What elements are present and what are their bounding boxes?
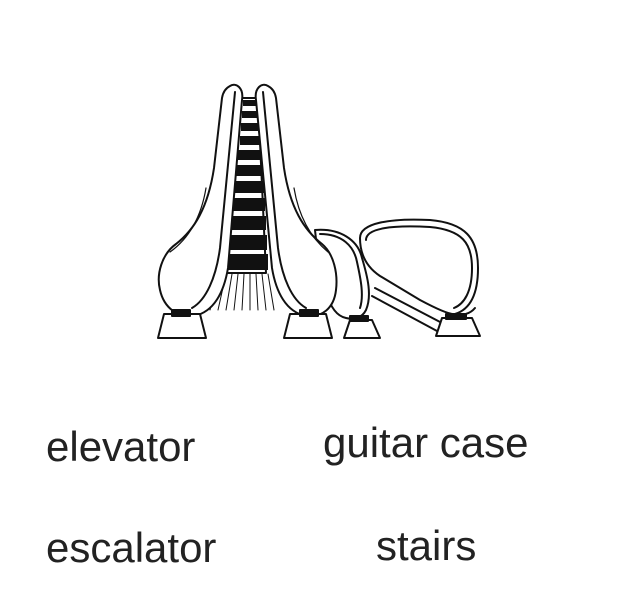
back-right-balustrade bbox=[359, 218, 481, 337]
left-balustrade bbox=[157, 83, 244, 339]
answer-choice-elevator[interactable]: elevator bbox=[46, 423, 196, 470]
right-balustrade bbox=[254, 83, 338, 339]
answer-choice-guitar-case[interactable]: guitar case bbox=[323, 419, 529, 466]
answer-choice-stairs[interactable]: stairs bbox=[376, 522, 477, 569]
escalator-illustration bbox=[150, 78, 490, 348]
answer-choice-escalator[interactable]: escalator bbox=[46, 524, 217, 571]
